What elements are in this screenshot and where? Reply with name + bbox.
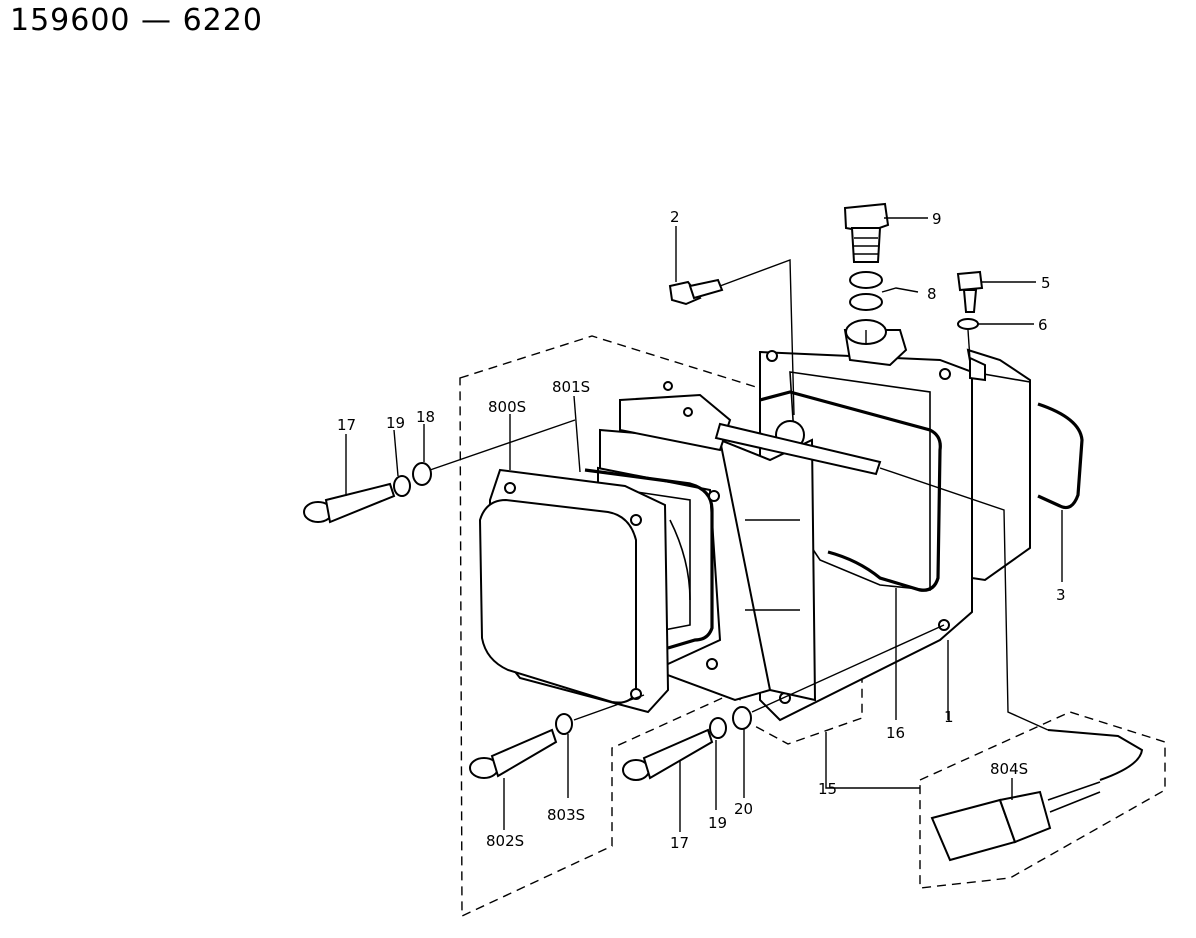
washer-18 xyxy=(412,462,432,486)
callout-19-lower: 19 xyxy=(708,814,727,832)
gasket-3 xyxy=(1037,402,1084,510)
callout-2: 2 xyxy=(670,208,680,226)
callout-8: 8 xyxy=(927,285,937,303)
callout-800s: 800S xyxy=(488,398,526,416)
washer-803s xyxy=(555,713,573,735)
callout-labels: 2 9 5 8 6 17 19 18 800S 801S 3 16 1 15 8… xyxy=(337,208,1066,852)
assembly-centerlines xyxy=(429,259,1049,731)
callout-802s: 802S xyxy=(486,832,524,850)
washer-6 xyxy=(957,318,979,330)
callout-17-lower: 17 xyxy=(670,834,689,852)
washer-19-lower xyxy=(709,717,727,739)
drawing-number: 159600 — 6220 xyxy=(10,3,263,38)
screw-5 xyxy=(956,270,984,313)
callout-19-upper: 19 xyxy=(386,414,405,432)
callout-9: 9 xyxy=(932,210,942,228)
callout-20: 20 xyxy=(734,800,753,818)
callout-16: 16 xyxy=(886,724,905,742)
bolt-2 xyxy=(668,278,724,306)
callout-804s: 804S xyxy=(990,760,1028,778)
callout-6: 6 xyxy=(1038,316,1048,334)
callout-15: 15 xyxy=(818,780,837,798)
cover-800s xyxy=(478,468,670,714)
callout-803s: 803S xyxy=(547,806,585,824)
subassembly-boundary-cover xyxy=(459,335,863,918)
bolt-17-upper xyxy=(303,482,396,524)
bolt-17-lower xyxy=(622,728,714,781)
gasket-16 xyxy=(759,390,942,592)
banjo-bolt-9 xyxy=(843,202,890,263)
callout-5: 5 xyxy=(1041,274,1051,292)
callout-17-upper: 17 xyxy=(337,416,356,434)
washer-19-upper xyxy=(393,475,411,497)
callout-18: 18 xyxy=(416,408,435,426)
callout-leaders xyxy=(345,217,1063,832)
callout-3: 3 xyxy=(1056,586,1066,604)
connector-804s xyxy=(930,729,1144,862)
bolt-802s xyxy=(469,728,558,779)
callout-1: 1 xyxy=(944,708,954,726)
washer-20 xyxy=(732,706,752,730)
callout-801s: 801S xyxy=(552,378,590,396)
